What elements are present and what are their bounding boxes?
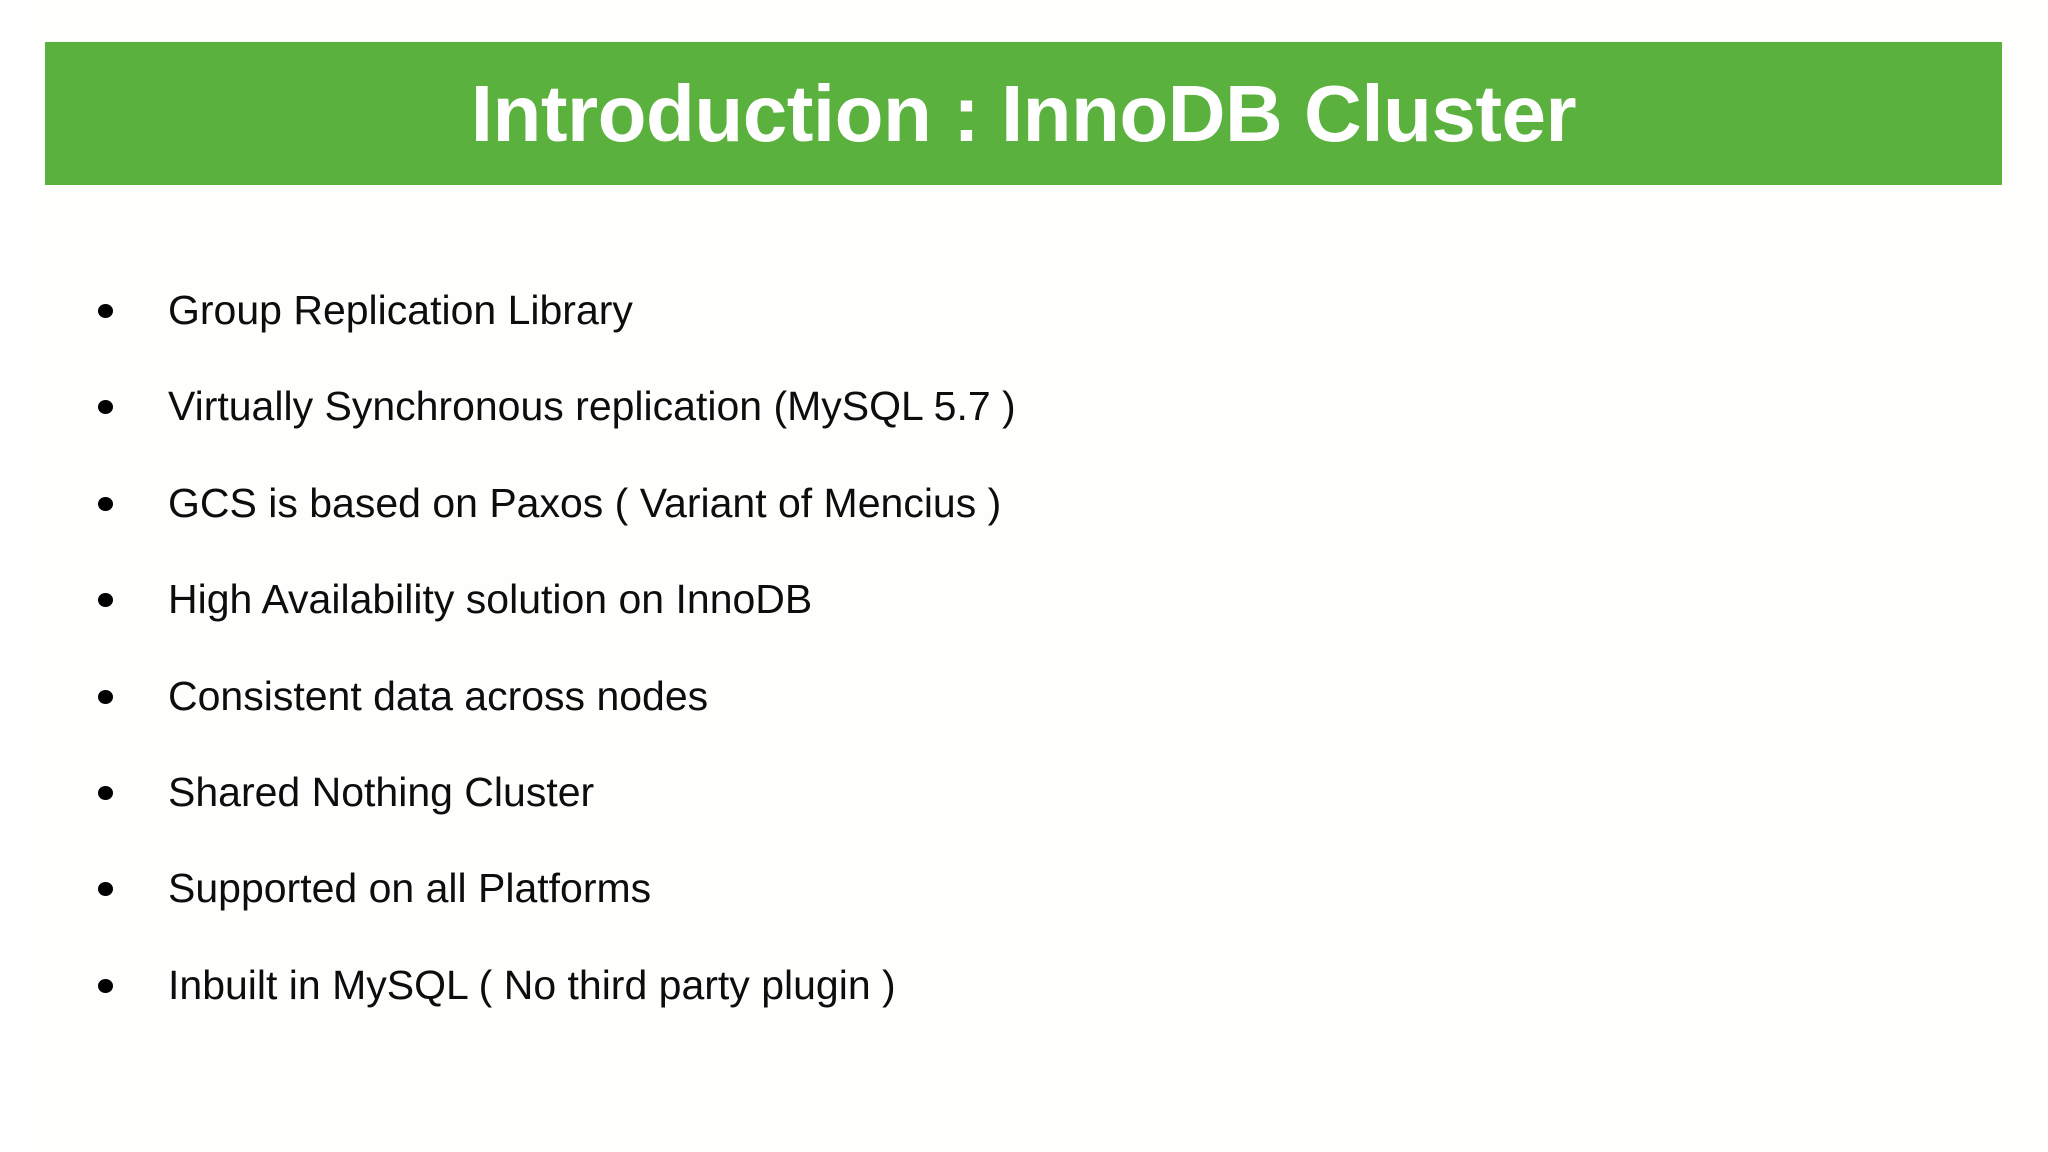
page-title: Introduction : InnoDB Cluster <box>470 68 1577 158</box>
bullet-point-icon <box>98 785 113 800</box>
list-item: GCS is based on Paxos ( Variant of Menci… <box>0 465 2048 561</box>
slide-title-bar: Introduction : InnoDB Cluster <box>45 42 2002 185</box>
bullet-point-icon <box>98 400 113 415</box>
bullet-point-icon <box>98 689 113 704</box>
list-item: Shared Nothing Cluster <box>0 754 2048 850</box>
bullet-list: Group Replication Library Virtually Sync… <box>0 272 2048 1043</box>
slide-content-area <box>32 0 2048 1152</box>
list-item-label: Virtually Synchronous replication (MySQL… <box>168 383 1016 430</box>
list-item: Group Replication Library <box>0 272 2048 368</box>
list-item: Supported on all Platforms <box>0 850 2048 946</box>
bullet-point-icon <box>98 882 113 897</box>
list-item-label: Consistent data across nodes <box>168 672 709 719</box>
list-item: High Availability solution on InnoDB <box>0 561 2048 657</box>
list-item-label: Group Replication Library <box>168 287 633 333</box>
list-item-label: GCS is based on Paxos ( Variant of Menci… <box>168 479 1002 526</box>
bullet-point-icon <box>98 978 113 993</box>
list-item-label: Inbuilt in MySQL ( No third party plugin… <box>168 961 896 1008</box>
bullet-point-icon <box>98 593 113 608</box>
bullet-point-icon <box>98 304 113 318</box>
list-item-label: High Availability solution on InnoDB <box>168 576 813 623</box>
list-item: Virtually Synchronous replication (MySQL… <box>0 368 2048 464</box>
bullet-point-icon <box>98 496 113 511</box>
list-item-label: Shared Nothing Cluster <box>168 768 595 815</box>
list-item: Inbuilt in MySQL ( No third party plugin… <box>0 947 2048 1043</box>
list-item: Consistent data across nodes <box>0 658 2048 754</box>
list-item-label: Supported on all Platforms <box>168 865 652 912</box>
